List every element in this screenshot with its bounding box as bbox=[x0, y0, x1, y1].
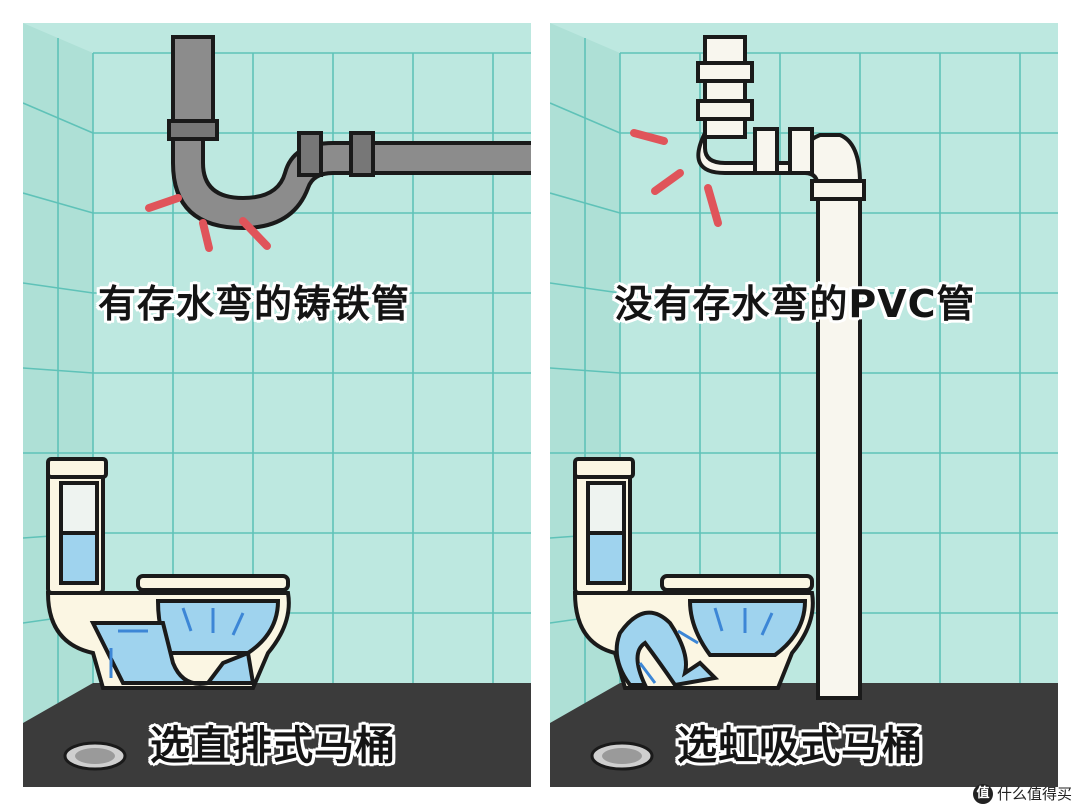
bottom-caption: 选直排式马桶 bbox=[150, 723, 396, 769]
top-caption: 有存水弯的铸铁管 bbox=[97, 282, 410, 326]
siphon-toilet bbox=[572, 457, 815, 690]
flow-arrows bbox=[109, 607, 245, 678]
smell-alert-marks bbox=[630, 129, 722, 227]
bathroom-illustration-right bbox=[550, 23, 1058, 787]
watermark-text: 什么值得买 bbox=[996, 785, 1072, 803]
watermark-badge-icon: 值 bbox=[972, 783, 993, 804]
bottom-caption: 选虹吸式马桶 bbox=[677, 723, 923, 769]
pvc-pipe bbox=[696, 35, 866, 700]
floor-drain bbox=[590, 741, 654, 771]
direct-flush-toilet bbox=[45, 457, 291, 690]
flow-arrows bbox=[638, 607, 774, 684]
panel-cast-iron-trap: 有存水弯的铸铁管 选直排式马桶 bbox=[23, 23, 531, 787]
top-caption: 没有存水弯的PVC管 bbox=[614, 282, 976, 326]
floor bbox=[23, 683, 531, 787]
watermark: 值 什么值得买 bbox=[972, 783, 1072, 804]
floor-drain bbox=[63, 741, 127, 771]
panel-pvc-no-trap: 没有存水弯的PVC管 选虹吸式马桶 bbox=[550, 23, 1058, 787]
smell-alert-marks bbox=[145, 194, 271, 252]
tile-grid bbox=[23, 38, 531, 703]
cast-iron-trap-pipe bbox=[167, 35, 531, 231]
floor bbox=[550, 683, 1058, 787]
bathroom-illustration-left bbox=[23, 23, 531, 787]
